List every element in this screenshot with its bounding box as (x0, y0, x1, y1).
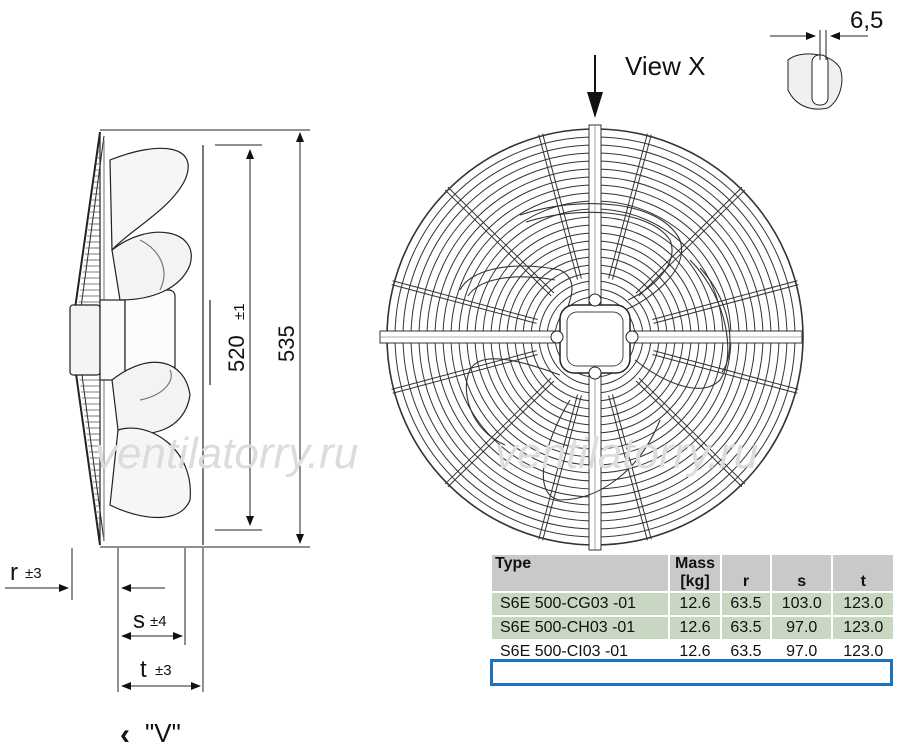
cell-s: 97.0 (771, 641, 832, 663)
cell-mass: 12.6 (670, 593, 720, 615)
side-view (69, 129, 300, 548)
guard-spoke (608, 133, 648, 279)
table-row[interactable]: S6E 500-CH03 -01 12.6 63.5 97.0 123.0 (492, 617, 893, 639)
guard-spoke (653, 284, 799, 324)
detail-dim-label: 6,5 (850, 7, 883, 34)
cell-s: 97.0 (771, 617, 832, 639)
table-row-selected[interactable]: S6E 500-CI03 -01 12.6 63.5 97.0 123.0 (492, 641, 893, 663)
cell-type: S6E 500-CG03 -01 (492, 593, 668, 615)
header-t: t (833, 555, 893, 591)
header-mass: Mass[kg] (670, 555, 720, 591)
guard-spoke (611, 134, 652, 280)
guard-spoke (538, 394, 579, 540)
dim-520-tolerance: ±1 (231, 303, 248, 320)
guard-spoke (542, 395, 582, 541)
dim-s-tolerance: ±4 (150, 613, 167, 630)
view-v-label: "V" (145, 718, 181, 748)
guard-spoke (635, 186, 743, 294)
header-type: Type (492, 555, 668, 591)
cell-mass: 12.6 (670, 641, 720, 663)
cell-r: 63.5 (722, 593, 770, 615)
watermark-right: ventilatorry.ru (495, 429, 758, 478)
guard-spoke (653, 350, 799, 390)
cell-type: S6E 500-CI03 -01 (492, 641, 668, 663)
guard-spoke (391, 284, 537, 324)
guard-spoke (447, 380, 555, 488)
guard-spoke (635, 380, 743, 488)
cell-r: 63.5 (722, 617, 770, 639)
dimension-labels: 520 ±1 535 r ±3 s ±4 t ±3 ‹ "V" (10, 303, 299, 751)
table-header-row: Type Mass[kg] r s t (492, 555, 893, 591)
guard-spoke (638, 377, 746, 485)
guard-spoke (652, 280, 798, 321)
guard-spoke (391, 350, 537, 390)
front-view (379, 55, 804, 551)
header-mass-label: Mass (674, 555, 716, 572)
guard-spoke (538, 134, 579, 280)
guard-spoke (638, 189, 746, 297)
guard-spoke (652, 353, 798, 394)
dim-r-tolerance: ±3 (25, 565, 42, 582)
guard-spoke (542, 133, 582, 279)
guard-spoke (611, 394, 652, 540)
view-v-arrow: ‹ (120, 718, 130, 751)
cell-type: S6E 500-CH03 -01 (492, 617, 668, 639)
spec-table: Type Mass[kg] r s t S6E 500-CG03 -01 12.… (490, 553, 895, 665)
cell-t: 123.0 (833, 641, 893, 663)
guard-spoke (447, 186, 555, 294)
cell-s: 103.0 (771, 593, 832, 615)
cell-t: 123.0 (833, 617, 893, 639)
dim-t-tolerance: ±3 (155, 662, 172, 679)
header-s: s (771, 555, 832, 591)
guard-spoke (392, 280, 538, 321)
dim-r-label: r (10, 559, 18, 586)
header-r: r (722, 555, 770, 591)
watermark-left: ventilatorry.ru (95, 429, 358, 478)
view-x-label: View X (625, 51, 705, 81)
guard-spoke (444, 189, 552, 297)
dim-535-label: 535 (274, 325, 299, 362)
cell-r: 63.5 (722, 641, 770, 663)
dim-t-label: t (140, 656, 147, 683)
cell-mass: 12.6 (670, 617, 720, 639)
dimension-lines (5, 129, 310, 692)
guard-spoke (608, 395, 648, 541)
guard-spoke (444, 377, 552, 485)
cell-t: 123.0 (833, 593, 893, 615)
dim-520-label: 520 (224, 335, 249, 372)
dim-s-label: s (133, 607, 145, 634)
header-mass-unit: [kg] (680, 573, 710, 590)
table-row[interactable]: S6E 500-CG03 -01 12.6 63.5 103.0 123.0 (492, 593, 893, 615)
detail-view (770, 30, 868, 110)
